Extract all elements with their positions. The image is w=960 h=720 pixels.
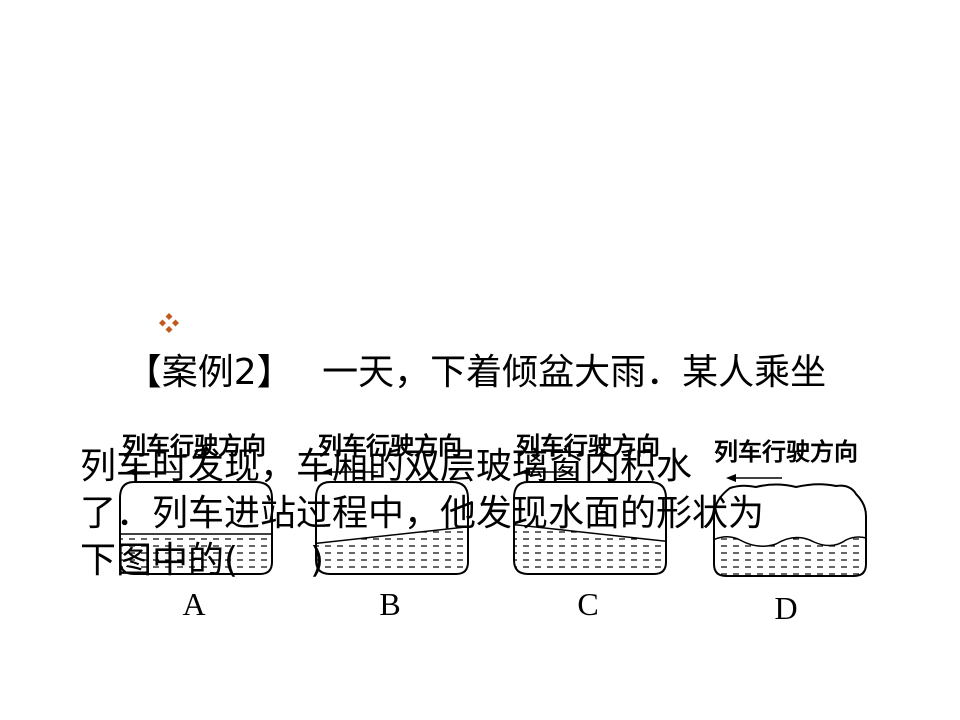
direction-arrow-icon (520, 468, 576, 476)
window-frame (315, 481, 469, 575)
direction-label: 列车行驶方向 (318, 431, 462, 460)
option-label: B (379, 586, 401, 622)
window-frame (513, 481, 667, 575)
direction-label: 列车行驶方向 (122, 431, 266, 460)
question-line-1: 【案例2】 一天，下着倾盆大雨．某人乘坐 (44, 208, 924, 443)
direction-arrow-icon (726, 474, 782, 482)
window-frame (119, 481, 273, 575)
direction-label: 列车行驶方向 (516, 431, 660, 460)
four-diamond-bullet-icon (90, 251, 180, 392)
option-label: C (577, 586, 599, 622)
question-text: 【案例2】 一天，下着倾盆大雨．某人乘坐 列车时发现，车厢的双层玻璃窗内积水 了… (44, 208, 924, 584)
direction-label: 列车行驶方向 (714, 437, 858, 466)
figure-b: 列车行驶方向 B (300, 424, 480, 634)
question-line-3: 了．列车进站过程中，他发现水面的形状为 (80, 493, 765, 534)
direction-arrow-icon (322, 468, 378, 476)
option-label: D (774, 590, 798, 626)
figure-d: 列车行驶方向 D (696, 424, 876, 634)
direction-arrow-icon (126, 468, 182, 476)
figure-a: 列车行驶方向 A (104, 424, 284, 634)
option-label: A (182, 586, 206, 622)
window-frame (713, 483, 867, 577)
question-line-1-text: 【案例2】 一天，下着倾盆大雨．某人乘坐 (125, 352, 827, 393)
question-line-2: 列车时发现，车厢的双层玻璃窗内积水 (80, 446, 693, 487)
figure-options: 列车行驶方向 A 列车行驶方向 (104, 424, 904, 634)
figure-c: 列车行驶方向 C (498, 424, 678, 634)
